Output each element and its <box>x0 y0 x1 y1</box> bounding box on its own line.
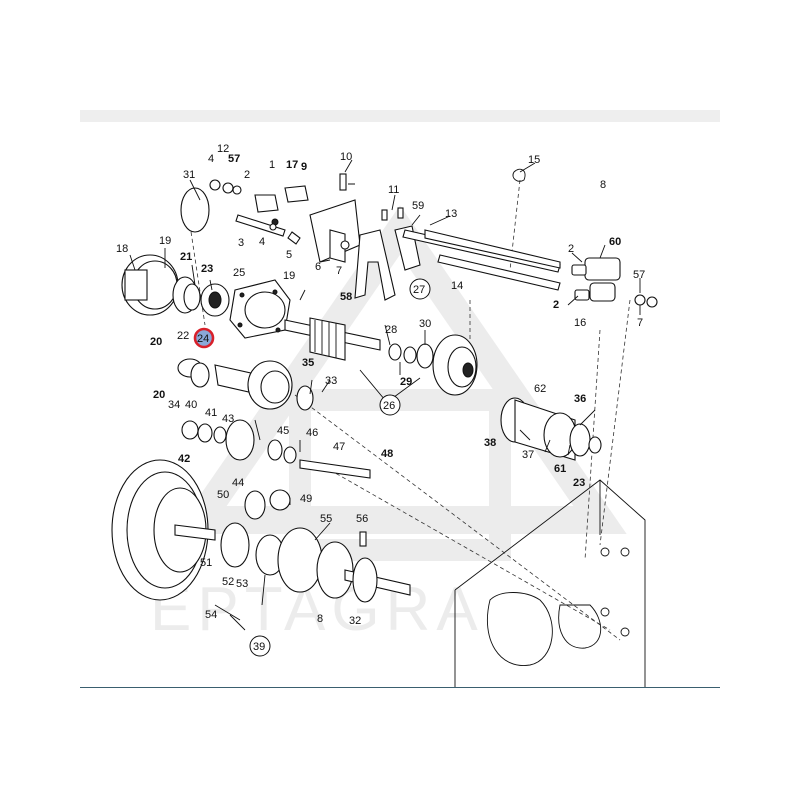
part-label-8[interactable]: 8 <box>317 613 323 625</box>
differential-assembly <box>111 459 411 603</box>
gearbox-housing <box>454 479 646 687</box>
part-label-13[interactable]: 13 <box>445 208 457 220</box>
part-label-57[interactable]: 57 <box>228 153 240 165</box>
part-label-23[interactable]: 23 <box>201 263 213 275</box>
part-label-9[interactable]: 9 <box>301 161 307 173</box>
part-label-6[interactable]: 6 <box>315 261 321 273</box>
main-shaft-assembly <box>284 317 478 396</box>
part-label-51[interactable]: 51 <box>200 557 212 569</box>
assembly-group-circle <box>409 278 431 300</box>
part-label-48[interactable]: 48 <box>381 448 393 460</box>
part-label-32[interactable]: 32 <box>349 615 361 627</box>
part-label-57[interactable]: 57 <box>633 269 645 281</box>
part-label-23[interactable]: 23 <box>573 477 585 489</box>
part-label-62[interactable]: 62 <box>534 383 546 395</box>
part-label-14[interactable]: 14 <box>451 280 463 292</box>
part-label-46[interactable]: 46 <box>306 427 318 439</box>
part-label-50[interactable]: 50 <box>217 489 229 501</box>
part-label-2[interactable]: 2 <box>244 169 250 181</box>
output-gear-cluster <box>500 397 602 461</box>
part-label-1[interactable]: 1 <box>269 159 275 171</box>
part-label-8[interactable]: 8 <box>600 179 606 191</box>
part-label-33[interactable]: 33 <box>325 375 337 387</box>
part-label-41[interactable]: 41 <box>205 407 217 419</box>
part-label-21[interactable]: 21 <box>180 251 192 263</box>
bottom-rule <box>80 687 720 688</box>
part-label-39[interactable]: 39 <box>253 641 265 653</box>
part-label-19[interactable]: 19 <box>283 270 295 282</box>
part-label-38[interactable]: 38 <box>484 437 496 449</box>
left-flange-assembly <box>121 187 291 339</box>
part-label-4[interactable]: 4 <box>259 236 265 248</box>
part-label-19[interactable]: 19 <box>159 235 171 247</box>
part-label-11[interactable]: 11 <box>388 184 399 196</box>
part-label-60[interactable]: 60 <box>609 236 621 248</box>
part-label-12[interactable]: 12 <box>217 143 229 155</box>
part-label-25[interactable]: 25 <box>233 267 245 279</box>
part-label-35[interactable]: 35 <box>302 357 314 369</box>
part-label-4[interactable]: 4 <box>208 153 214 165</box>
part-label-59[interactable]: 59 <box>412 200 424 212</box>
part-label-16[interactable]: 16 <box>574 317 586 329</box>
part-label-52[interactable]: 52 <box>222 576 234 588</box>
part-label-61[interactable]: 61 <box>554 463 566 475</box>
part-label-17[interactable]: 17 <box>286 159 298 171</box>
part-label-20[interactable]: 20 <box>153 389 165 401</box>
part-label-18[interactable]: 18 <box>116 243 128 255</box>
part-label-29[interactable]: 29 <box>400 376 412 388</box>
part-label-10[interactable]: 10 <box>340 151 352 163</box>
part-label-7[interactable]: 7 <box>336 265 342 277</box>
part-label-34[interactable]: 34 <box>168 399 180 411</box>
part-label-58[interactable]: 58 <box>340 291 352 303</box>
part-label-36[interactable]: 36 <box>574 393 586 405</box>
watermark-text: EPTAGRA <box>150 575 484 644</box>
part-label-31[interactable]: 31 <box>183 169 195 181</box>
part-label-2[interactable]: 2 <box>568 243 574 255</box>
counter-shaft-assembly <box>177 358 371 479</box>
watermark: EPTAGRA <box>150 205 627 644</box>
part-label-53[interactable]: 53 <box>236 578 248 590</box>
part-label-20[interactable]: 20 <box>150 336 162 348</box>
assembly-group-circle <box>249 635 271 657</box>
part-label-2[interactable]: 2 <box>553 299 559 311</box>
top-band <box>80 110 720 122</box>
part-label-5[interactable]: 5 <box>286 249 292 261</box>
part-label-22[interactable]: 22 <box>177 330 189 342</box>
assembly-group-circle <box>379 394 401 416</box>
leader-lines <box>129 159 641 631</box>
part-label-44[interactable]: 44 <box>232 477 244 489</box>
shift-fork-assembly <box>209 168 658 308</box>
part-label-47[interactable]: 47 <box>333 441 345 453</box>
part-label-56[interactable]: 56 <box>356 513 368 525</box>
part-label-27[interactable]: 27 <box>413 284 425 296</box>
part-label-55[interactable]: 55 <box>320 513 332 525</box>
part-label-43[interactable]: 43 <box>222 413 234 425</box>
part-label-28[interactable]: 28 <box>385 324 397 336</box>
part-label-45[interactable]: 45 <box>277 425 289 437</box>
part-label-42[interactable]: 42 <box>178 453 190 465</box>
part-label-24[interactable]: 24 <box>197 333 209 345</box>
part-label-40[interactable]: 40 <box>185 399 197 411</box>
part-label-3[interactable]: 3 <box>238 237 244 249</box>
part-label-30[interactable]: 30 <box>419 318 431 330</box>
highlighted-part-marker[interactable] <box>193 327 215 349</box>
part-label-37[interactable]: 37 <box>522 449 534 461</box>
part-label-49[interactable]: 49 <box>300 493 312 505</box>
part-label-54[interactable]: 54 <box>205 609 217 621</box>
part-label-15[interactable]: 15 <box>528 154 540 166</box>
part-label-26[interactable]: 26 <box>383 400 395 412</box>
part-label-7[interactable]: 7 <box>637 317 643 329</box>
